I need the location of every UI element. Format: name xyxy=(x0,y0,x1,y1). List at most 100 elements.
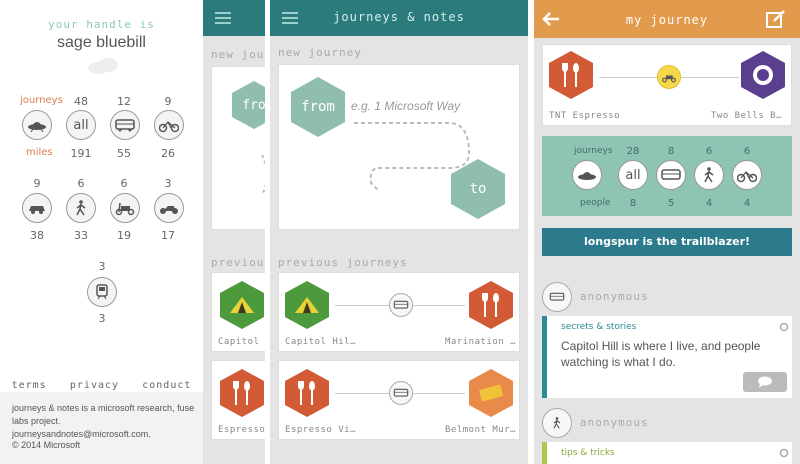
train-filter-button[interactable] xyxy=(87,277,117,307)
bus-filter-button[interactable] xyxy=(110,110,140,140)
bus-stat-button[interactable] xyxy=(656,160,686,190)
people-count-all: 8 xyxy=(629,198,637,209)
bus-icon xyxy=(393,388,409,397)
note-category: tips & tricks xyxy=(561,448,615,458)
journey-to-label: Two Bells B… xyxy=(711,111,783,121)
menu-icon[interactable] xyxy=(215,12,231,24)
walk-avatar xyxy=(542,408,572,438)
journeys-count-motorcycle: 3 xyxy=(164,177,172,190)
journeys-count-walk: 6 xyxy=(705,146,713,157)
new-journey-card[interactable]: fro xyxy=(211,66,265,230)
gear-icon[interactable] xyxy=(779,448,789,458)
note-author: anonymous xyxy=(580,416,649,429)
restaurant-hex xyxy=(469,281,513,329)
cafe-hex xyxy=(285,369,329,417)
motorcycle-icon xyxy=(160,206,178,214)
section-previous-journeys: previous journeys xyxy=(278,256,408,269)
journey-item[interactable]: Espresso xyxy=(211,360,265,440)
journeys-count-bike: 9 xyxy=(164,95,172,108)
journey-item[interactable]: Espresso Vi… Belmont Mur… xyxy=(278,360,520,440)
top-bar xyxy=(534,0,800,38)
bar-hex xyxy=(741,51,785,99)
copyright: © 2014 Microsoft xyxy=(12,440,81,450)
stats-panel: your handle is sage bluebill journeys mi… xyxy=(0,0,203,464)
car-filter-button[interactable] xyxy=(22,193,52,223)
miles-label: miles xyxy=(26,147,53,158)
miles-count-car: 38 xyxy=(30,229,44,242)
top-bar xyxy=(203,0,265,36)
journeys-panel-partial: new jou fro previou Capitol Espresso xyxy=(203,0,265,464)
from-button[interactable]: from xyxy=(291,77,345,137)
terms-link[interactable]: terms xyxy=(11,380,47,391)
privacy-link[interactable]: privacy xyxy=(69,380,120,391)
all-label: all xyxy=(625,167,641,183)
miles-count-bike: 26 xyxy=(161,147,175,160)
journeys-label: journeys xyxy=(20,95,63,106)
top-bar xyxy=(270,0,528,36)
journey-item[interactable]: Capitol xyxy=(211,272,265,352)
miles-count-all: 191 xyxy=(70,147,92,160)
ticket-hex xyxy=(469,369,513,417)
ufo-stat-button[interactable] xyxy=(572,160,602,190)
journeys-count-bus: 8 xyxy=(667,146,675,157)
from-hex: fro xyxy=(232,81,265,129)
edit-icon[interactable] xyxy=(766,10,786,28)
journey-to-label: Belmont Mur… xyxy=(445,425,517,435)
about-text: journeys & notes is a microsoft research… xyxy=(12,403,195,439)
scooter-filter-button[interactable] xyxy=(110,193,140,223)
section-new-journey: new jou xyxy=(211,48,265,61)
journey-item[interactable]: Capitol Hil… Marination … xyxy=(278,272,520,352)
utensils-icon xyxy=(562,63,579,87)
route-dots xyxy=(354,122,471,192)
cafe-hex xyxy=(220,369,264,417)
miles-count-bus: 55 xyxy=(117,147,131,160)
ufo-filter-button[interactable] xyxy=(22,110,52,140)
train-icon xyxy=(96,284,108,300)
miles-count-scooter: 19 xyxy=(117,229,131,242)
journeys-count-car: 9 xyxy=(33,177,41,190)
journey-from-label: Capitol xyxy=(218,337,260,347)
back-arrow-icon[interactable] xyxy=(542,11,560,27)
conduct-link[interactable]: conduct xyxy=(142,380,192,391)
bike-filter-button[interactable] xyxy=(154,110,184,140)
miles-count-motorcycle: 17 xyxy=(161,229,175,242)
note-card[interactable]: tips & tricks xyxy=(542,442,792,464)
walk-icon xyxy=(704,167,714,183)
bus-icon xyxy=(661,169,681,180)
disco-ball-icon xyxy=(753,65,773,85)
speech-bubble-icon xyxy=(758,376,772,388)
all-filter-button[interactable]: all xyxy=(66,110,96,140)
journeys-notes-panel: journeys & notes new journey from e.g. 1… xyxy=(270,0,528,464)
scooter-mode-badge xyxy=(657,65,681,89)
all-label: all xyxy=(73,117,89,133)
journey-from-label: Espresso xyxy=(218,425,265,435)
bike-stat-button[interactable] xyxy=(732,160,762,190)
walk-stat-button[interactable] xyxy=(694,160,724,190)
note-card[interactable]: secrets & stories Capitol Hill is where … xyxy=(542,316,792,398)
tent-hex xyxy=(285,281,329,329)
journey-summary-card: TNT Espresso Two Bells B… xyxy=(542,44,792,126)
journey-from-label: Capitol Hil… xyxy=(285,337,357,347)
journeys-label: journeys xyxy=(574,146,613,156)
journey-to-label: Marination … xyxy=(445,337,517,347)
bus-icon xyxy=(549,292,565,301)
miles-count-train: 3 xyxy=(98,312,106,325)
people-label: people xyxy=(580,198,611,208)
bus-avatar xyxy=(542,282,572,312)
tent-hex xyxy=(220,281,264,329)
bike-icon xyxy=(159,121,179,133)
new-journey-card: from e.g. 1 Microsoft Way to xyxy=(278,64,520,230)
motorcycle-filter-button[interactable] xyxy=(154,193,184,223)
walk-filter-button[interactable] xyxy=(66,193,96,223)
comment-button[interactable] xyxy=(743,372,787,392)
gear-icon[interactable] xyxy=(779,322,789,332)
journeys-count-all: 48 xyxy=(74,95,88,108)
from-input[interactable]: e.g. 1 Microsoft Way xyxy=(351,99,461,113)
journeys-count-walk: 6 xyxy=(77,177,85,190)
menu-icon[interactable] xyxy=(282,12,298,24)
all-stat-button[interactable]: all xyxy=(618,160,648,190)
to-button[interactable]: to xyxy=(451,159,505,219)
journeys-count-bus: 12 xyxy=(117,95,131,108)
journeys-count-all: 28 xyxy=(626,146,640,157)
trailblazer-banner: longspur is the trailblazer! xyxy=(542,228,792,256)
